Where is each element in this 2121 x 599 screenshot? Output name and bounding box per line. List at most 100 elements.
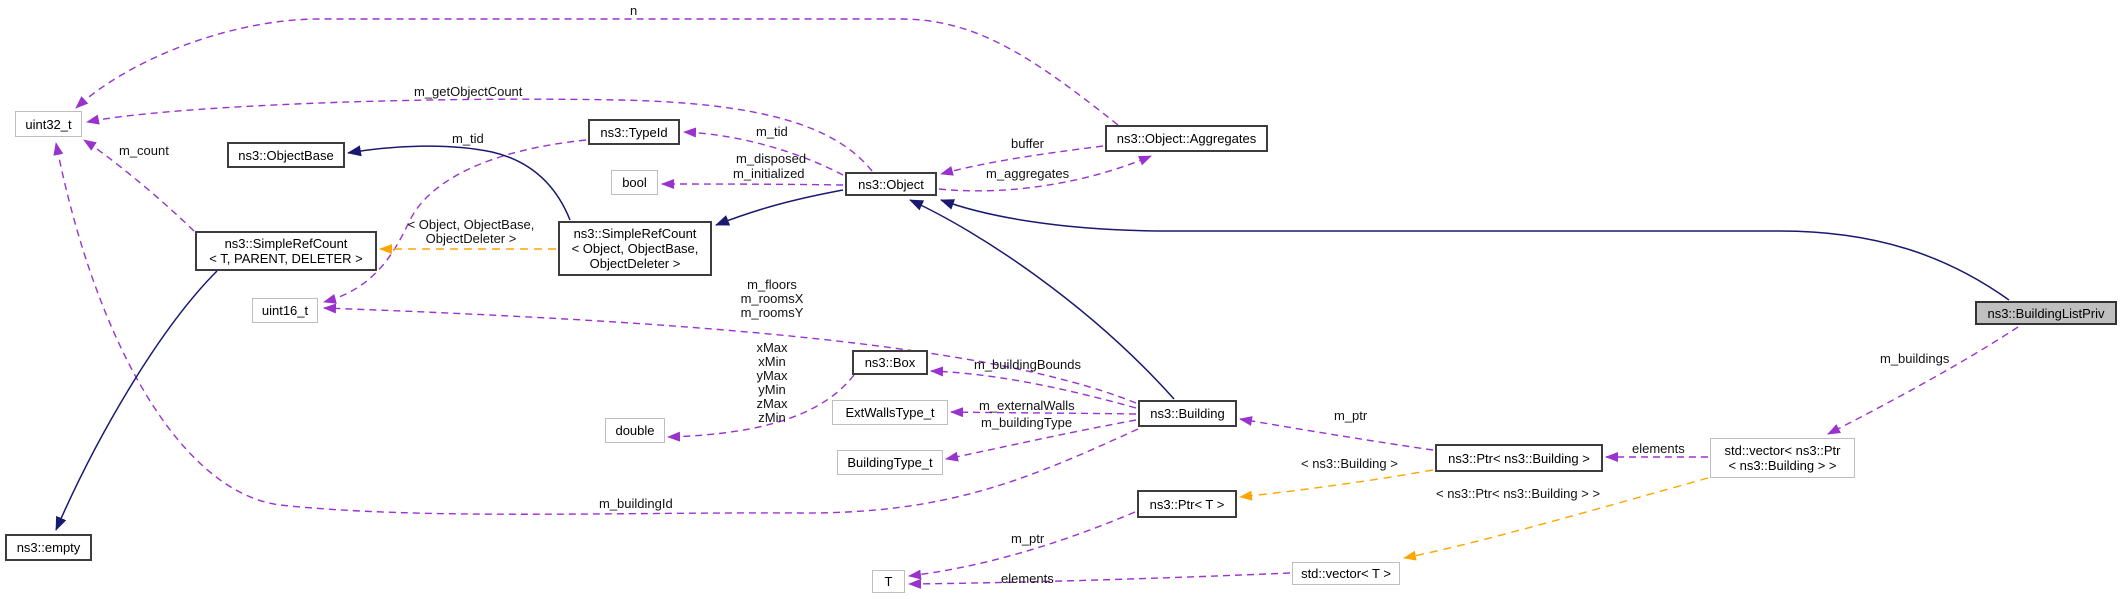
node-label-line2: < Object, ObjectBase, [571, 241, 699, 256]
edge-m-buildings [1827, 326, 2019, 435]
edge-label-m-disposed: m_disposed [736, 151, 807, 166]
node-label: T [884, 574, 893, 589]
edge-m-tid-typeid [323, 139, 587, 304]
edge-label-m-buildingid: m_buildingId [599, 496, 673, 511]
node-label: BuildingType_t [847, 455, 933, 470]
edge-label-line: m_roomsY [740, 305, 804, 320]
node-vector-t: std::vector< T > [1292, 562, 1400, 585]
edge-label-line: xMin [758, 354, 786, 369]
node-label: ExtWallsType_t [845, 405, 935, 420]
edge-label-n: n [630, 3, 638, 18]
node-label: std::vector< T > [1301, 566, 1391, 581]
node-bool: bool [611, 170, 658, 195]
edge-m-floors [323, 303, 1137, 404]
edge-m-count [83, 139, 195, 232]
node-label: bool [622, 175, 647, 190]
node-buildinglistpriv: ns3::BuildingListPriv [1975, 301, 2117, 325]
node-uint16-t: uint16_t [252, 298, 318, 323]
node-label: ns3::BuildingListPriv [1987, 305, 2105, 321]
node-uint32-t: uint32_t [15, 111, 82, 137]
edge-label-line: yMax [756, 368, 788, 383]
edge-label-m-initialized: m_initialized [733, 166, 805, 181]
node-object[interactable]: ns3::Object [845, 172, 937, 196]
edge-label-line: yMin [758, 382, 786, 397]
edge-m-buildingtype [945, 419, 1137, 462]
node-objectbase[interactable]: ns3::ObjectBase [227, 142, 345, 168]
edge-m-buildingid [53, 142, 1139, 515]
node-label-line1: ns3::SimpleRefCount [224, 236, 348, 251]
node-empty[interactable]: ns3::empty [5, 534, 92, 561]
edge-label-line: m_roomsX [740, 291, 804, 306]
edge-label-line: < Object, ObjectBase, [407, 217, 535, 232]
edge-label-m-externalwalls: m_externalWalls [979, 398, 1075, 413]
edge-inherit-buildinglistpriv-object [940, 199, 2010, 301]
edge-inherit-simplerefcount-empty [55, 270, 218, 531]
edge-m-ptr-t [908, 511, 1136, 580]
edge-buffer [940, 145, 1104, 176]
node-label: uint16_t [261, 303, 309, 318]
node-box[interactable]: ns3::Box [852, 350, 928, 375]
node-building[interactable]: ns3::Building [1138, 400, 1237, 427]
edge-label-m-count: m_count [119, 143, 169, 158]
edge-label-template-object: < Object, ObjectBase, ObjectDeleter > [403, 218, 539, 246]
edge-m-ptr-building [1239, 416, 1434, 451]
edge-m-tid-object [683, 127, 844, 176]
node-t: T [872, 570, 905, 593]
node-label: double [615, 423, 655, 438]
node-double: double [605, 418, 665, 443]
edge-label-m-getobjectcount: m_getObjectCount [414, 84, 523, 99]
edge-label-m-buildingbounds: m_buildingBounds [974, 357, 1081, 372]
node-label: ns3::ObjectBase [238, 147, 334, 163]
node-buildingtype-t: BuildingType_t [837, 450, 943, 475]
edge-box-doubles [667, 374, 855, 442]
node-label: ns3::Object::Aggregates [1116, 131, 1257, 146]
edge-label-m-buildingtype: m_buildingType [981, 415, 1073, 430]
edge-label-m-ptr-building: m_ptr [1334, 408, 1368, 423]
edge-label-m-buildings: m_buildings [1880, 351, 1950, 366]
node-simplerefcount-object[interactable]: ns3::SimpleRefCount < Object, ObjectBase… [558, 221, 712, 276]
node-object-aggregates[interactable]: ns3::Object::Aggregates [1105, 125, 1268, 152]
edge-inherit-building-object [909, 199, 1175, 400]
node-ptr-building[interactable]: ns3::Ptr< ns3::Building > [1435, 444, 1603, 472]
node-label: ns3::empty [16, 540, 81, 555]
edge-label-m-ptr-t: m_ptr [1011, 531, 1045, 546]
node-label: ns3::Ptr< T > [1149, 496, 1225, 512]
edge-label-rooms: m_floors m_roomsX m_roomsY [738, 278, 806, 320]
node-ptr-t[interactable]: ns3::Ptr< T > [1137, 490, 1237, 518]
edge-label-line: zMin [758, 410, 786, 425]
node-label-line2: < ns3::Building > > [1728, 458, 1837, 473]
node-label: ns3::Ptr< ns3::Building > [1448, 450, 1590, 466]
edge-label-elements-building: elements [1632, 441, 1685, 456]
edge-inherit-simplerefcountobj-objectbase [347, 145, 571, 221]
edge-label-buffer: buffer [1011, 136, 1045, 151]
node-label: ns3::Building [1150, 406, 1225, 421]
node-label-line3: ObjectDeleter > [589, 256, 681, 271]
node-label: ns3::Box [864, 355, 916, 370]
edge-label-line: zMax [756, 396, 788, 411]
edge-label-elements-t: elements [1001, 571, 1054, 586]
edge-label-m-tid-typeid: m_tid [756, 124, 788, 139]
edge-m-externalwalls [950, 407, 1137, 418]
edge-label-template-vector: < ns3::Ptr< ns3::Building > > [1436, 486, 1601, 501]
edge-m-aggregates [938, 155, 1152, 192]
node-label-line2: < T, PARENT, DELETER > [209, 251, 363, 266]
edge-label-m-aggregates: m_aggregates [986, 166, 1070, 181]
node-simplerefcount-template[interactable]: ns3::SimpleRefCount < T, PARENT, DELETER… [195, 231, 377, 271]
edge-tpl-ptr [1239, 469, 1434, 501]
edge-m-disposed [661, 179, 844, 190]
node-extwallstype-t: ExtWallsType_t [832, 400, 948, 425]
edge-label-line: xMax [756, 340, 788, 355]
node-typeid[interactable]: ns3::TypeId [588, 119, 680, 145]
edge-n [75, 18, 1119, 126]
edge-label-line: m_floors [747, 277, 797, 292]
edge-label-template-building: < ns3::Building > [1301, 456, 1398, 471]
node-label: ns3::TypeId [600, 124, 668, 140]
node-vector-ptr-building: std::vector< ns3::Ptr < ns3::Building > … [1710, 438, 1855, 478]
edge-m-getobjectcount [86, 98, 873, 172]
edge-label-box-doubles: xMax xMin yMax yMin zMax zMin [741, 341, 803, 425]
edge-label-m-tid-uint16: m_tid [452, 131, 484, 146]
node-label: ns3::Object [858, 176, 924, 192]
node-label-line1: std::vector< ns3::Ptr [1724, 443, 1841, 458]
edge-elements-t [908, 572, 1291, 589]
